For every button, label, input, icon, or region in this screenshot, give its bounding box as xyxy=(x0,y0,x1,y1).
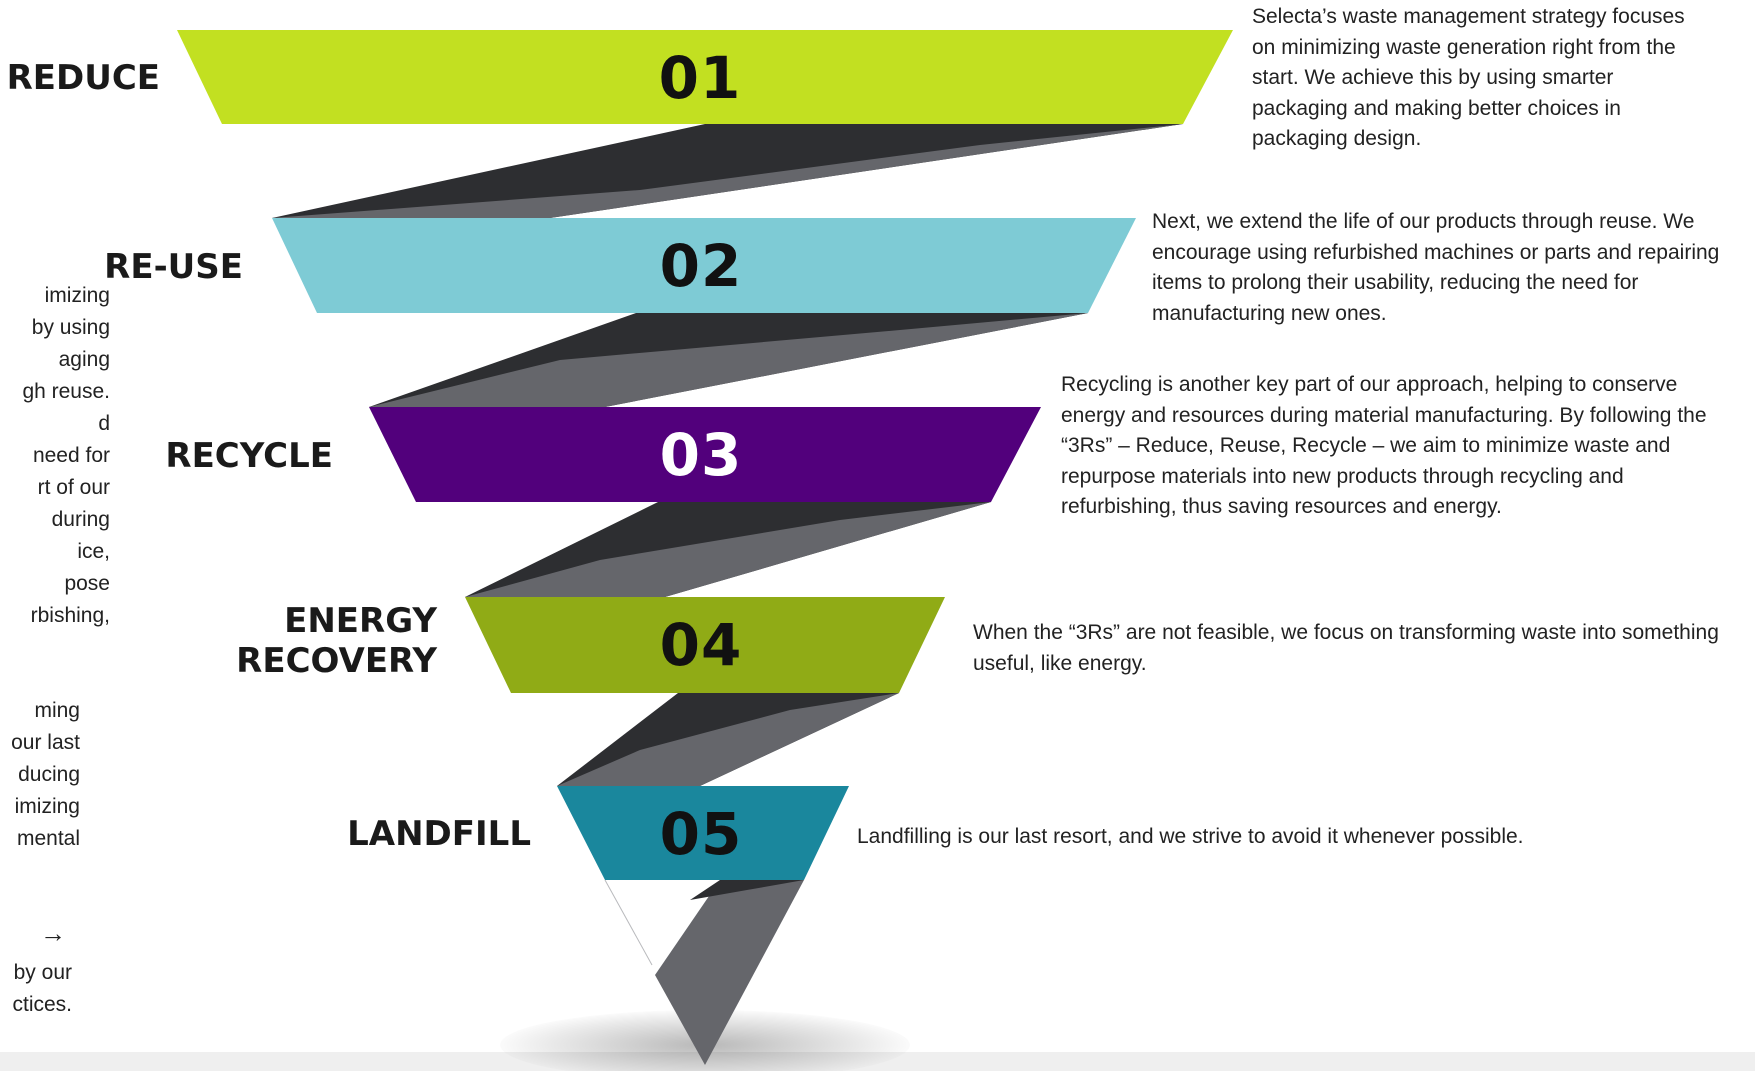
left-fragment-line: gh reuse. xyxy=(22,380,110,403)
left-fragment-line: mental xyxy=(16,827,80,850)
stage-label-landfill: LANDFILL xyxy=(347,814,531,854)
stage-label-recycle: RECYCLE xyxy=(165,436,333,476)
connector-5-tip-dark xyxy=(690,880,804,900)
left-fragment-line: during xyxy=(51,508,110,531)
left-fragment-line: ice, xyxy=(77,540,110,563)
stage-description-04: When the “3Rs” are not feasible, we focu… xyxy=(973,621,1719,675)
stage-label-energy-line2: RECOVERY xyxy=(236,640,437,681)
stage-description-03: Recycling is another key part of our app… xyxy=(1061,373,1707,518)
left-fragment-line: by using xyxy=(31,316,110,339)
stage-number-03: 03 xyxy=(659,421,743,489)
stage-number-01: 01 xyxy=(658,44,742,112)
left-fragment-block-a: imizing by using aging gh reuse. d need … xyxy=(0,280,110,632)
connector-1-2-back xyxy=(272,124,1183,218)
left-fragment-line: ducing xyxy=(18,763,80,786)
connector-4-5-front xyxy=(557,693,899,786)
stage-number-02: 02 xyxy=(659,232,743,300)
stage-label-reuse: RE-USE xyxy=(104,247,243,287)
band-01 xyxy=(177,30,1233,124)
stage-description-05: Landfilling is our last resort, and we s… xyxy=(857,825,1524,848)
connector-3-4-front xyxy=(465,502,991,597)
ribbon-connectors xyxy=(272,124,1183,1065)
band-03 xyxy=(369,407,1041,502)
left-fragment-block-c: by our ctices. xyxy=(0,957,72,1021)
stage-description-02: Next, we extend the life of our products… xyxy=(1152,210,1720,325)
left-fragment-line: imizing xyxy=(44,284,110,307)
left-fragment-block-b: ming our last ducing imizing mental xyxy=(0,695,80,855)
left-fragment-line: need for xyxy=(32,444,110,467)
stage-number-04: 04 xyxy=(659,611,743,679)
left-fragment-line: rt of our xyxy=(37,476,110,499)
left-fragment-line: our last xyxy=(11,731,80,754)
connector-5-tip-white xyxy=(605,880,655,975)
left-fragment-line: ming xyxy=(34,699,80,722)
left-fragment-arrow-icon[interactable]: → xyxy=(40,918,66,948)
left-fragment-line: pose xyxy=(64,572,110,595)
band-04 xyxy=(465,597,945,693)
connector-5-tip-front xyxy=(655,880,804,1065)
left-fragment-line: ctices. xyxy=(12,993,72,1016)
left-fragment-line: by our xyxy=(13,961,72,984)
left-fragment-line: d xyxy=(98,412,110,435)
band-05 xyxy=(557,786,849,880)
left-fragment-line: imizing xyxy=(14,795,80,818)
stage-label-energy-recovery: ENERGY RECOVERY xyxy=(236,601,437,682)
band-02 xyxy=(272,218,1136,313)
connector-2-3-front xyxy=(369,313,1088,407)
stage-number-05: 05 xyxy=(659,800,743,868)
connector-5-tip-edge xyxy=(604,879,653,966)
floor-strip xyxy=(0,1052,1755,1071)
stage-label-reduce: REDUCE xyxy=(6,58,160,98)
funnel-bands xyxy=(177,30,1233,880)
stage-description-01: Selecta’s waste management strategy focu… xyxy=(1252,5,1685,150)
left-fragment-line: rbishing, xyxy=(30,604,110,627)
left-fragment-line: aging xyxy=(58,348,110,371)
stage-label-energy-line1: ENERGY xyxy=(284,601,437,641)
